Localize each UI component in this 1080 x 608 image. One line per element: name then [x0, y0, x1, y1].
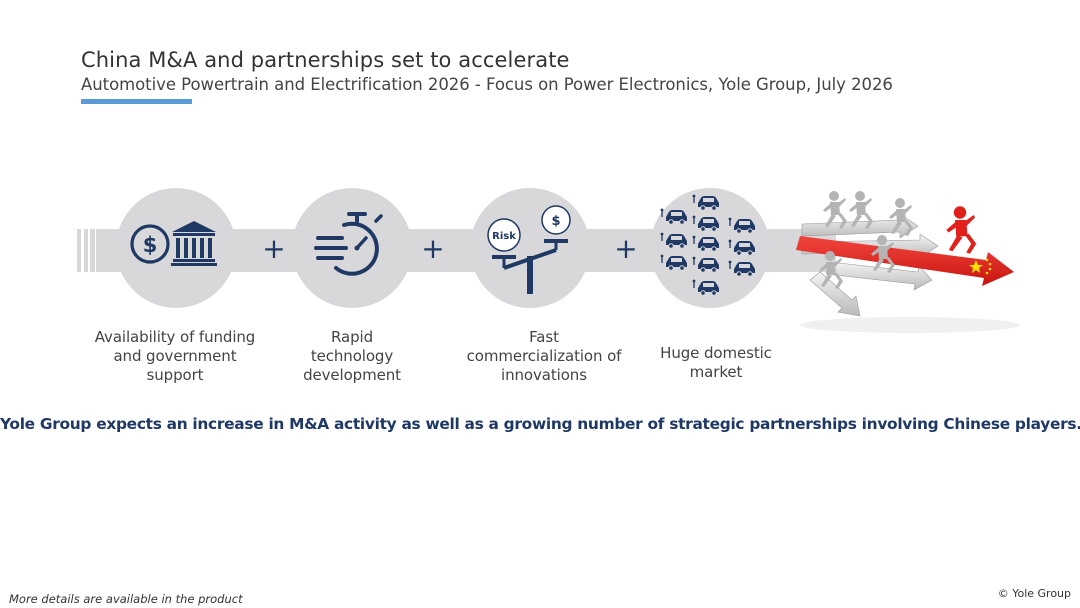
conclusion-text: Yole Group expects an increase in M&A ac…: [0, 415, 1080, 433]
plus-sign: +: [262, 232, 286, 265]
cars-icon: [659, 193, 756, 296]
page-subtitle: Automotive Powertrain and Electrificatio…: [81, 75, 893, 94]
funding-circle: $: [116, 188, 236, 308]
driver-label-commercialization: Fast commercialization of innovations: [466, 328, 622, 384]
risk-balance-icon: Risk $: [487, 205, 571, 294]
dollar-text: $: [551, 214, 560, 229]
band-stub: [84, 229, 88, 272]
title-underline: [81, 99, 192, 104]
plus-sign: +: [421, 232, 445, 265]
footer-note: More details are available in the produc…: [9, 592, 243, 606]
risk-text: Risk: [492, 231, 516, 242]
commercialization-circle: Risk $: [470, 188, 590, 308]
driver-label-market: Huge domestic market: [660, 344, 772, 381]
technology-circle: [292, 188, 412, 308]
bank-building-icon: [171, 221, 217, 266]
fast-stopwatch-icon: [314, 212, 383, 276]
plus-sign: +: [614, 232, 638, 265]
page-title: China M&A and partnerships set to accele…: [81, 48, 570, 72]
dollar-coin-icon: $: [130, 224, 170, 264]
copyright: © Yole Group: [997, 587, 1071, 600]
market-circle: [650, 188, 770, 308]
band-stub: [90, 229, 95, 272]
driver-label-technology: Rapid technology development: [303, 328, 401, 384]
dollar-sign: $: [143, 233, 158, 257]
race-arrows-illustration: [796, 191, 1020, 333]
band-stub: [77, 229, 81, 272]
driver-label-funding: Availability of funding and government s…: [94, 328, 256, 384]
